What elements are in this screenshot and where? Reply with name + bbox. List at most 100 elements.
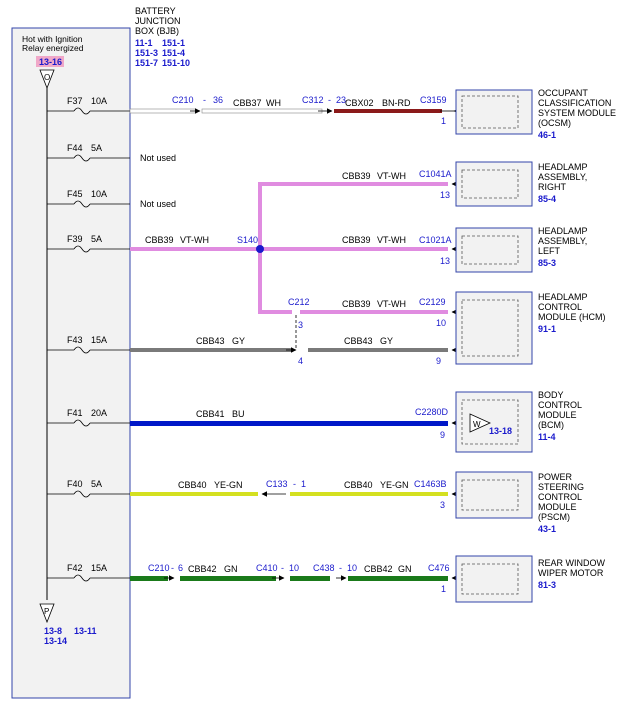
wire-green-1[interactable]	[130, 576, 168, 581]
module-label-2: CONTROL	[538, 400, 582, 410]
w-symbol: W	[473, 420, 481, 429]
module-label-1: HEADLAMP	[538, 162, 588, 172]
wire-violet-white-right[interactable]	[258, 182, 448, 186]
module-box[interactable]	[455, 555, 533, 603]
wire-color: GN	[224, 564, 238, 574]
module-ref[interactable]: 85-3	[538, 258, 556, 268]
connector-c312[interactable]: C312	[302, 95, 324, 105]
wire-violet-white-hcm-b[interactable]	[300, 310, 448, 314]
module-connector[interactable]: C2129	[419, 297, 446, 307]
module-ref[interactable]: 91-1	[538, 324, 556, 334]
module-connector[interactable]: C2280D	[415, 407, 449, 417]
module-connector[interactable]: C1041A	[419, 169, 452, 179]
fuse-icon	[73, 490, 91, 498]
connector-c212[interactable]: C212	[288, 297, 310, 307]
wire-gray-2[interactable]	[308, 348, 448, 352]
wire-blue[interactable]	[130, 421, 448, 426]
wire-white-2[interactable]	[201, 108, 323, 114]
module-ref[interactable]: 11-4	[538, 432, 556, 442]
wire-color: VT-WH	[377, 171, 406, 181]
wire-yellow-green-2[interactable]	[290, 492, 448, 496]
module-box[interactable]	[455, 471, 533, 519]
fuse-rating: 10A	[91, 189, 107, 199]
bottom-ref-1[interactable]: 13-8	[44, 626, 62, 636]
module-pin: 1	[441, 116, 446, 126]
connector-c438[interactable]: C438	[313, 563, 335, 573]
connector-c210[interactable]: C210	[172, 95, 194, 105]
module-connector[interactable]: C1021A	[419, 235, 452, 245]
wire-green-2[interactable]	[180, 576, 276, 581]
module-pin: 13	[440, 256, 450, 266]
bjb-ref-3[interactable]: 151-3	[135, 48, 158, 58]
connector-c210[interactable]: C210	[148, 563, 170, 573]
wire-green-3[interactable]	[290, 576, 330, 581]
wire-color: GY	[232, 336, 245, 346]
wire-yellow-green-1[interactable]	[130, 492, 258, 496]
fuse-icon	[73, 245, 91, 253]
pin-dash: -	[328, 95, 331, 105]
wire-id: CBB40	[344, 480, 373, 490]
wire-color: BN-RD	[382, 98, 411, 108]
connector-c133[interactable]: C133	[266, 479, 288, 489]
module-box[interactable]	[455, 161, 533, 207]
wire-gray-1[interactable]	[130, 348, 292, 352]
wire-violet-white-main[interactable]	[130, 247, 260, 251]
wire-brown-red[interactable]	[334, 109, 442, 113]
wire-green-4[interactable]	[348, 576, 448, 581]
module-label-3: MODULE	[538, 410, 577, 420]
circuit-f43: CBB43 GY 4 CBB43 GY 9	[130, 336, 464, 366]
splice-dot[interactable]	[256, 245, 264, 253]
wire-color: VT-WH	[377, 299, 406, 309]
module-label-1: REAR WINDOW	[538, 558, 606, 568]
battery-junction-box: BATTERY JUNCTION BOX (BJB) 11-1 151-1 15…	[11, 6, 190, 699]
module-hcm: HEADLAMP CONTROL MODULE (HCM) 91-1	[455, 291, 606, 365]
module-headlamp-left: HEADLAMP ASSEMBLY, LEFT 85-3	[455, 226, 588, 273]
fuse-id: F40	[67, 479, 83, 489]
module-inner	[461, 399, 519, 445]
circuit-f37: C210 - 36 CBB37 WH C312 - 23 CBX02 BN-RD…	[129, 95, 464, 126]
module-connector[interactable]: C1463B	[414, 479, 447, 489]
source-triangle-icon	[39, 69, 55, 90]
bjb-ref-5[interactable]: 151-7	[135, 58, 158, 68]
module-box[interactable]	[455, 227, 533, 273]
module-ocsm: OCCUPANT CLASSIFICATION SYSTEM MODULE (O…	[455, 88, 616, 140]
wire-violet-white-hcm-a[interactable]	[258, 310, 292, 314]
module-connector[interactable]: C3159	[420, 95, 447, 105]
circuit-f41: CBB41 BU C2280D 9	[130, 407, 464, 440]
module-ref[interactable]: 81-3	[538, 580, 556, 590]
hot-ref[interactable]: 13-16	[39, 57, 62, 67]
circuit-f39: CBB39 VT-WH S140 CBB39 VT-WH C1041A 13 C…	[130, 169, 464, 348]
wire-id: CBB39	[342, 299, 371, 309]
module-inner	[461, 169, 519, 199]
bjb-ref-6[interactable]: 151-10	[162, 58, 190, 68]
bjb-ref-1[interactable]: 11-1	[135, 38, 153, 48]
connector-c312-pin: 23	[336, 95, 346, 105]
fuse-rating: 5A	[91, 479, 102, 489]
module-connector[interactable]: C476	[428, 563, 450, 573]
pin-dash: -	[203, 95, 206, 105]
bjb-ref-2[interactable]: 151-1	[162, 38, 185, 48]
module-box[interactable]	[455, 89, 533, 135]
module-label-3: LEFT	[538, 246, 561, 256]
module-box[interactable]	[455, 391, 533, 453]
connector-c410[interactable]: C410	[256, 563, 278, 573]
w-ref[interactable]: 13-18	[489, 426, 512, 436]
fuse-row-f40: F40 5A	[47, 479, 130, 498]
connector-c210-pin: 36	[213, 95, 223, 105]
fuse-id: F37	[67, 96, 83, 106]
wire-violet-white-left[interactable]	[262, 247, 448, 251]
module-pin: 1	[441, 584, 446, 594]
module-ref[interactable]: 46-1	[538, 130, 556, 140]
wire-white-1[interactable]	[129, 108, 197, 114]
bottom-ref-2[interactable]: 13-11	[74, 626, 97, 636]
splice-s140[interactable]: S140	[237, 235, 258, 245]
bottom-ref-3[interactable]: 13-14	[44, 636, 67, 646]
module-label-3: RIGHT	[538, 182, 567, 192]
bjb-ref-4[interactable]: 151-4	[162, 48, 185, 58]
hot-label-2: Relay energized	[22, 43, 84, 53]
module-ref[interactable]: 43-1	[538, 524, 556, 534]
module-box[interactable]	[455, 291, 533, 365]
module-ref[interactable]: 85-4	[538, 194, 556, 204]
wire-id: CBB39	[342, 235, 371, 245]
